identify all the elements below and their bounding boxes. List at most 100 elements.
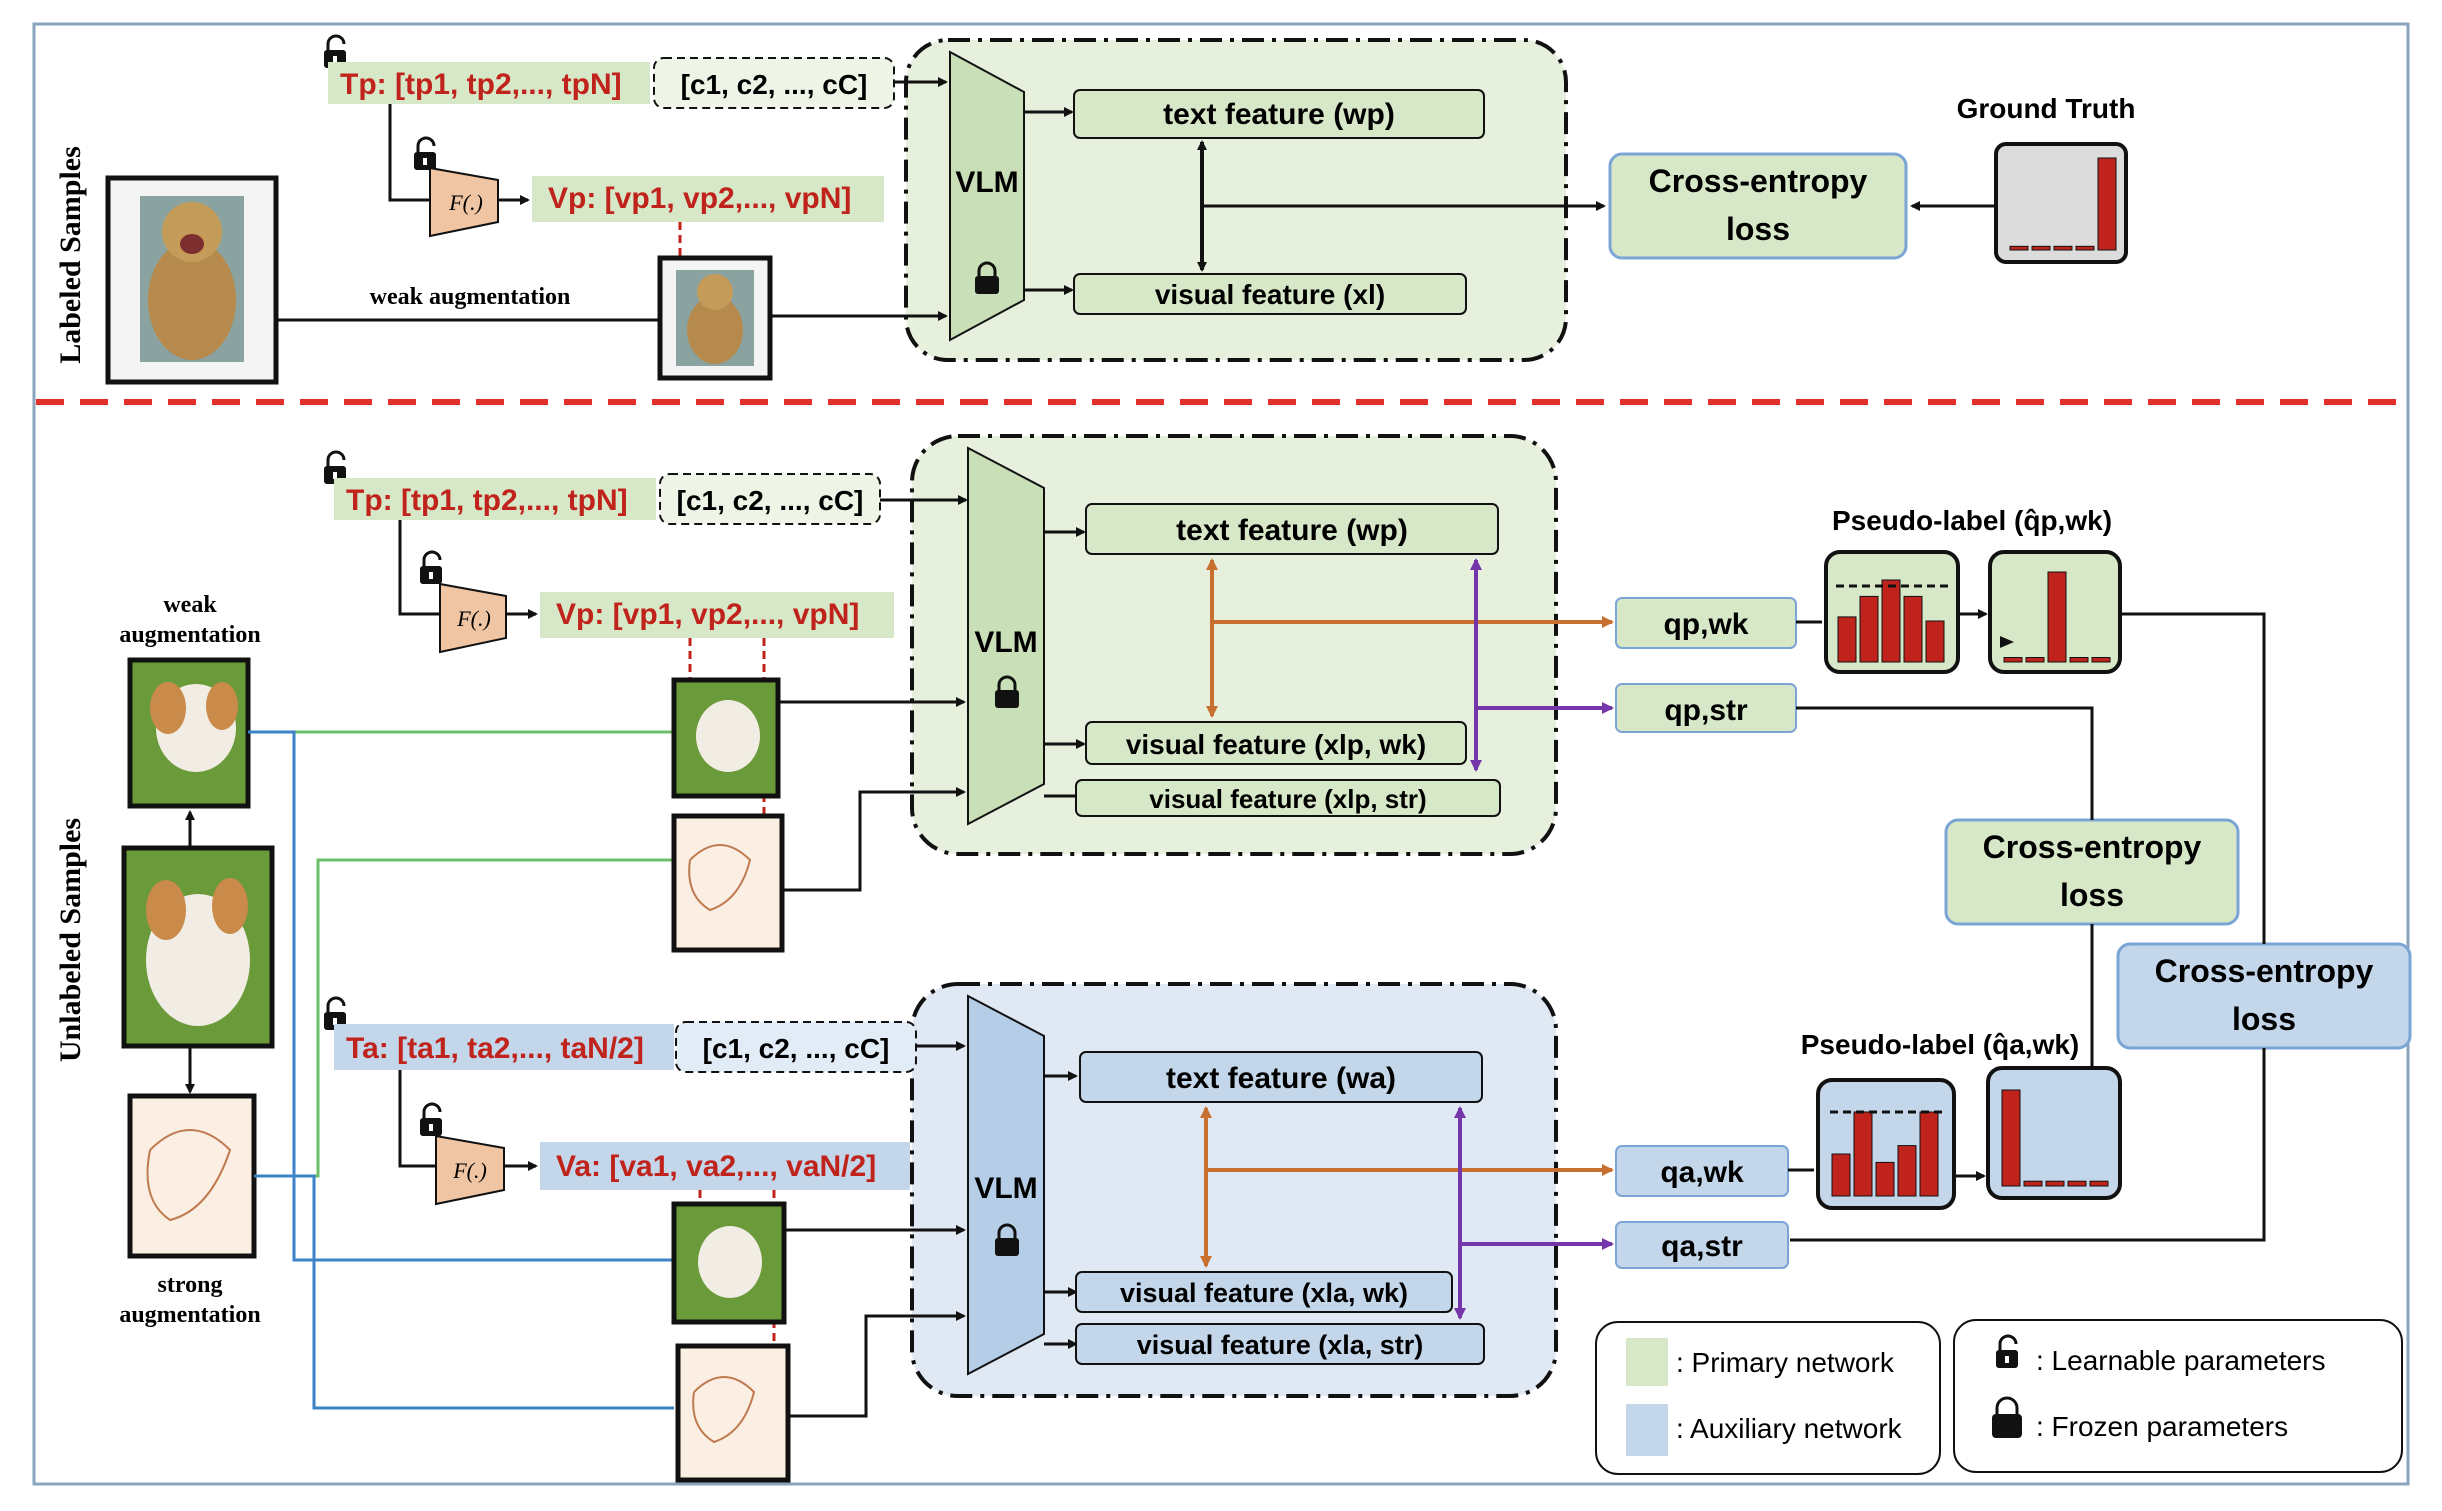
aux-soft-bars: [1831, 1111, 1939, 1197]
aux-hard-bars: [2001, 1089, 2109, 1187]
aux-hard-bar-2: [2023, 1180, 2043, 1187]
primary-strong-to-vlm-arrow: [782, 787, 966, 892]
unlabeled-weak-aug-line2: augmentation: [119, 622, 260, 648]
primary-f-lock-open-icon: [420, 550, 442, 584]
unlabeled-strong-aug-line1: strong: [158, 1272, 223, 1298]
aux-text-feature-box: [1079, 1051, 1483, 1103]
ground-truth-bar-4: [2075, 245, 2095, 251]
aux-hard-bar-3: [2045, 1180, 2065, 1187]
labeled-weak-cat-image: [657, 255, 773, 381]
primary-visual-str-text: visual feature (xlp, str): [1149, 784, 1426, 814]
aux-va-text: Va: [va1, va2,..., vaN/2]: [556, 1150, 876, 1183]
primary-q-str-text: qp,str: [1664, 694, 1748, 727]
ground-truth-title: Ground Truth: [1957, 93, 2136, 124]
primary-class-tokens: [659, 473, 881, 525]
blue-weak-line: [248, 730, 674, 1262]
primary-hard-bar-5: [2091, 657, 2111, 663]
legend-frozen-text: : Frozen parameters: [2036, 1411, 2288, 1442]
aux-hard-dist-box: [1986, 1066, 2122, 1200]
legend-aux-swatch: [1626, 1404, 1668, 1456]
primary-ce-line1: Cross-entropy: [1983, 829, 2202, 865]
aux-ce-line2: loss: [2232, 1001, 2296, 1037]
labeled-tp-bg: [328, 62, 650, 104]
primary-soft-bar-3: [1881, 579, 1901, 663]
aux-f-connector: [398, 1070, 436, 1168]
aux-ta-bg: [334, 1024, 674, 1070]
aux-class-tokens-text: [c1, c2, ..., cC]: [703, 1033, 890, 1064]
aux-va-bg: [540, 1142, 910, 1190]
primary-tp-bg: [334, 478, 656, 520]
ground-truth-box: [1994, 142, 2128, 264]
aux-visual-str-text: visual feature (xla, str): [1137, 1330, 1424, 1360]
unlabeled-weak-dog-image: [127, 657, 251, 809]
primary-hard-marker-icon: [2000, 636, 2014, 648]
primary-soft-bars: [1837, 579, 1945, 663]
labeled-text-feature-text: text feature (wp): [1163, 98, 1395, 131]
primary-ce-line2: loss: [2060, 877, 2124, 913]
primary-hard-bar-3: [2047, 571, 2067, 663]
blue-strong-line: [254, 1174, 674, 1410]
outer-frame: [32, 22, 2410, 1486]
labeled-vlm-lock-icon: [975, 261, 999, 294]
labeled-visual-feature-box: [1073, 273, 1467, 315]
primary-text-feature-text: text feature (wp): [1176, 514, 1408, 547]
primary-vp-bg: [540, 592, 894, 638]
aux-strong-to-vlm-arrow: [788, 1311, 966, 1418]
labeled-class-tokens-text: [c1, c2, ..., cC]: [681, 69, 868, 100]
primary-soft-bar-4: [1903, 595, 1923, 663]
labeled-weak-aug-label: weak augmentation: [370, 284, 571, 310]
primary-weak-image: [671, 677, 781, 799]
primary-hard-bar-1: [2003, 657, 2023, 663]
primary-f-module: [439, 582, 507, 654]
unlabeled-samples-label: Unlabeled Samples: [54, 818, 87, 1062]
legend-learnable-lock-open-icon: [1996, 1334, 2018, 1368]
primary-strong-image: [671, 813, 785, 953]
aux-visual-wk-text: visual feature (xla, wk): [1120, 1278, 1408, 1308]
aux-soft-bar-2: [1853, 1111, 1873, 1197]
labeled-f-lock-open-icon: [414, 136, 436, 170]
unlabeled-original-dog-image: [121, 845, 275, 1049]
labeled-ce-box: [1608, 152, 1908, 260]
primary-vlm-label: VLM: [974, 626, 1037, 659]
aux-visual-wk-box: [1075, 1271, 1453, 1313]
primary-vlm-lock-icon: [995, 675, 1019, 708]
param-legend: [1953, 1319, 2403, 1473]
aux-ce-line1: Cross-entropy: [2155, 953, 2374, 989]
aux-soft-bar-4: [1897, 1145, 1917, 1197]
aux-soft-bar-5: [1919, 1111, 1939, 1197]
primary-visual-wk-box: [1085, 721, 1467, 765]
labeled-ce-line1: Cross-entropy: [1649, 163, 1868, 199]
labeled-f-module: [429, 166, 499, 238]
primary-pseudo-label-title: Pseudo-label (q̂p,wk): [1832, 505, 2112, 536]
primary-class-tokens-text: [c1, c2, ..., cC]: [677, 485, 864, 516]
aux-f-module: [435, 1134, 505, 1206]
network-legend: [1595, 1321, 1941, 1475]
legend-frozen-lock-icon: [1992, 1396, 2022, 1438]
aux-pseudo-label-title: Pseudo-label (q̂a,wk): [1801, 1029, 2080, 1060]
aux-hard-bar-4: [2067, 1180, 2087, 1187]
aux-vlm-block: [967, 994, 1045, 1376]
primary-visual-str-box: [1075, 779, 1501, 817]
unlabeled-weak-aug-line1: weak: [163, 592, 217, 618]
primary-vp-text: Vp: [vp1, vp2,..., vpN]: [556, 598, 859, 631]
legend-aux-text: : Auxiliary network: [1676, 1413, 1903, 1444]
aux-soft-bar-3: [1875, 1161, 1895, 1197]
labeled-vp-bg: [532, 176, 884, 222]
legend-primary-swatch: [1626, 1338, 1668, 1386]
aux-hard-bar-5: [2089, 1180, 2109, 1187]
primary-q-wk-text: qp,wk: [1663, 608, 1748, 641]
aux-qstr-to-aux-ce-line: [1790, 1048, 2266, 1242]
primary-vlm-block: [967, 446, 1045, 826]
primary-f-connector: [398, 520, 440, 616]
aux-text-feature-text: text feature (wa): [1166, 1062, 1396, 1095]
labeled-samples-label: Labeled Samples: [54, 146, 87, 364]
ground-truth-bar-3: [2053, 245, 2073, 251]
aux-vlm-label: VLM: [974, 1172, 1037, 1205]
primary-text-feature-box: [1085, 503, 1499, 555]
primary-visual-wk-text: visual feature (xlp, wk): [1126, 729, 1426, 760]
unlabeled-strong-aug-line2: augmentation: [119, 1302, 260, 1328]
primary-soft-bar-2: [1859, 595, 1879, 663]
primary-tp-text: Tp: [tp1, tp2,..., tpN]: [346, 484, 628, 517]
primary-hard-bars: [2003, 571, 2111, 663]
